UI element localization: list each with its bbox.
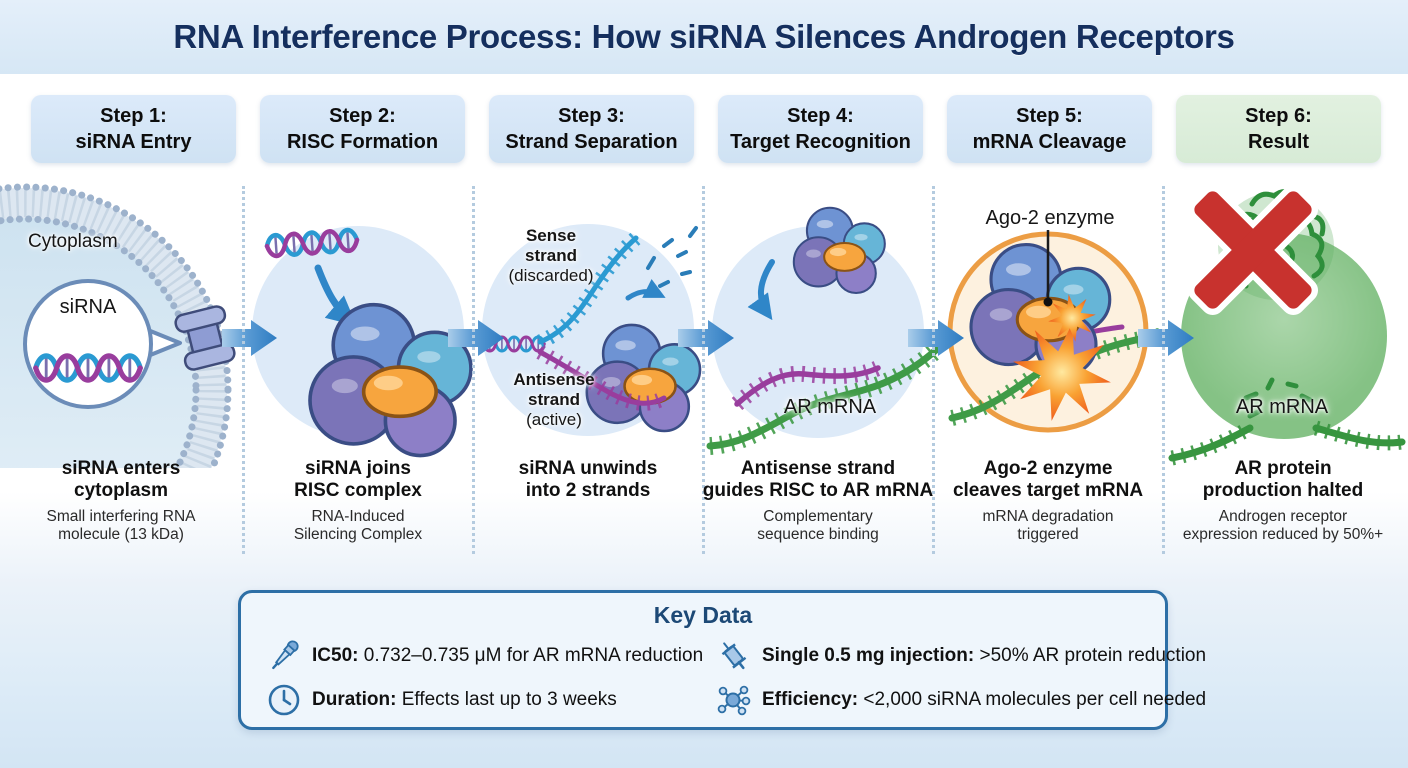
ar-protein (1218, 189, 1334, 300)
step-5-label: mRNA Cleavage (972, 131, 1127, 153)
key-data-box: Key Data IC50: 0.732–0.735 μM for AR mRN… (238, 590, 1206, 730)
panel-separator (242, 186, 245, 554)
dropper-icon (265, 637, 303, 675)
step-1-number: Step 1: (100, 105, 167, 127)
key-data-item-ic50: IC50: 0.732–0.735 μM for AR mRNA reducti… (265, 637, 703, 675)
step-box-1: Step 1: siRNA Entry (31, 95, 236, 163)
step-box-2: Step 2: RISC Formation (260, 95, 465, 163)
mrna-cleavage-illustration (947, 230, 1166, 433)
panel-separator (1162, 186, 1165, 554)
step-4-number: Step 4: (787, 105, 854, 127)
panel-separator (702, 186, 705, 554)
channel-protein (174, 305, 236, 371)
panel-separator (932, 186, 935, 554)
ar-mrna-label-panel4: AR mRNA (783, 396, 877, 418)
step-box-3: Step 3: Strand Separation (489, 95, 694, 163)
step-6-number: Step 6: (1245, 105, 1312, 127)
step-box-6: Step 6: Result (1176, 95, 1381, 163)
ago2-enzyme-label: Ago-2 enzyme (985, 207, 1115, 229)
sirna-label: siRNA (59, 296, 117, 318)
ar-mrna-label-panel6: AR mRNA (1235, 396, 1329, 418)
title-bar: RNA Interference Process: How siRNA Sile… (0, 0, 1408, 74)
key-data-title: Key Data (653, 602, 753, 628)
step-box-4: Step 4: Target Recognition (718, 95, 923, 163)
cleavage-starburst (1013, 323, 1111, 421)
step-5-number: Step 5: (1016, 105, 1083, 127)
step-4-label: Target Recognition (730, 131, 911, 153)
risc-formation-illustration (252, 226, 473, 458)
sense-strand-label: Sense strand (discarded) (508, 226, 594, 286)
page-title: RNA Interference Process: How siRNA Sile… (173, 18, 1235, 55)
step-3-label: Strand Separation (505, 131, 678, 153)
antisense-strand-label: Antisense strand (active) (513, 370, 595, 430)
molecule-icon (715, 681, 753, 719)
step-3-number: Step 3: (558, 105, 625, 127)
step-1-label: siRNA Entry (75, 131, 192, 153)
key-data-item-duration: Duration: Effects last up to 3 weeks (265, 681, 617, 719)
flow-arrows (222, 320, 1194, 356)
clock-icon (265, 681, 303, 719)
step-2-label: RISC Formation (286, 131, 439, 153)
panel-separator (472, 186, 475, 554)
syringe-icon (715, 637, 753, 675)
key-data-item-efficiency: Efficiency: <2,000 siRNA molecules per c… (715, 681, 1206, 719)
step-2-number: Step 2: (329, 105, 396, 127)
key-data-item-injection: Single 0.5 mg injection: >50% AR protein… (715, 637, 1206, 675)
step-6-label: Result (1247, 131, 1310, 153)
cytoplasm-label: Cytoplasm (28, 231, 118, 252)
blocked-x-icon (1187, 184, 1319, 316)
step-box-5: Step 5: mRNA Cleavage (947, 95, 1152, 163)
